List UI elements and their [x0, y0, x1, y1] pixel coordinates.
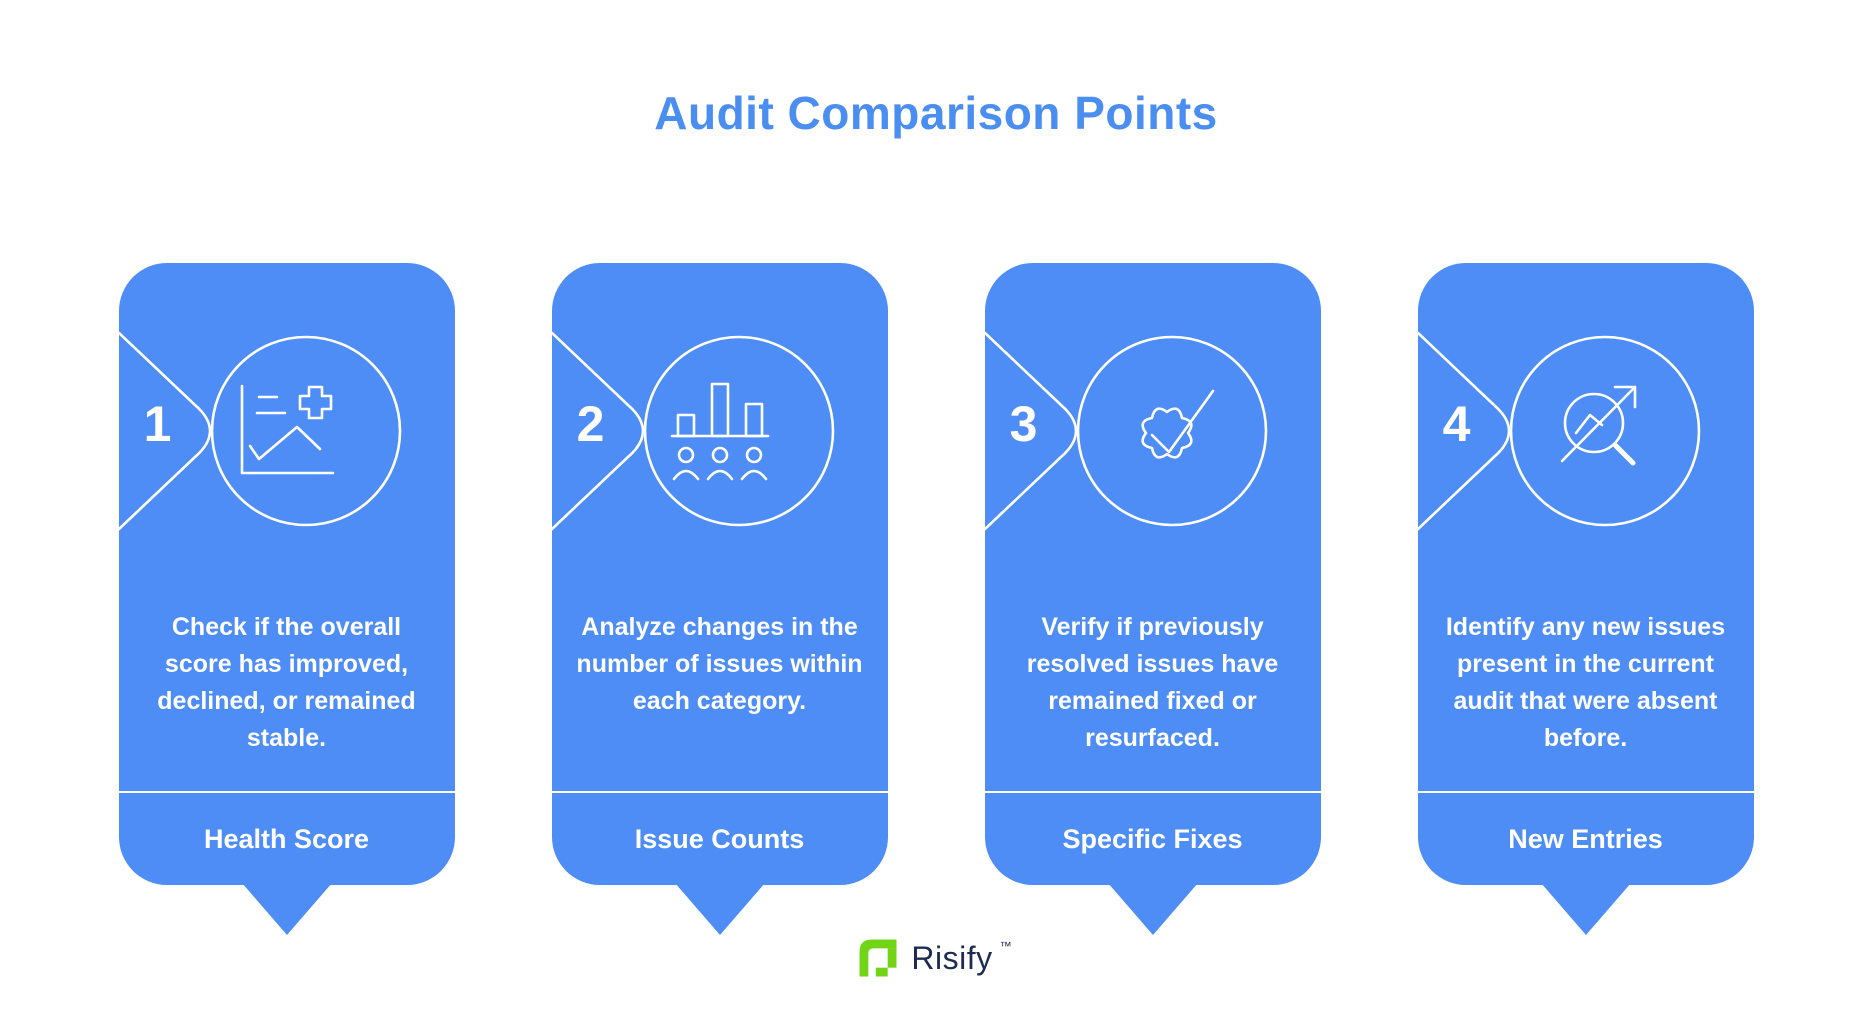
- risify-logo-icon: [859, 939, 897, 977]
- cards-row: 1 Check if the overall score has improve…: [0, 263, 1872, 935]
- card-number: 4: [1442, 396, 1471, 452]
- bar-chart-people-icon: [551, 331, 834, 531]
- card-divider: [984, 791, 1321, 793]
- health-report-chart-icon: [118, 331, 401, 531]
- card-label: New Entries: [1508, 823, 1663, 854]
- risify-logo-text: Risify: [911, 939, 993, 976]
- card-new-entries: 4 Identify any new issues present in the…: [1417, 263, 1754, 935]
- card-label: Health Score: [203, 823, 370, 854]
- brand-logo: Risify ™: [0, 936, 1872, 980]
- card-tail-pointer: [674, 883, 765, 935]
- card-number: 2: [576, 396, 605, 452]
- card-tail-pointer: [241, 883, 332, 935]
- card-tail-pointer: [1107, 883, 1198, 935]
- page-title: Audit Comparison Points: [654, 87, 1218, 139]
- card-specific-fixes: 3 Verify if previously resolved issues h…: [984, 263, 1321, 935]
- badge-checkmark-icon: [984, 331, 1267, 531]
- card-label: Issue Counts: [634, 823, 805, 854]
- card-divider: [551, 791, 888, 793]
- card-tail-pointer: [1540, 883, 1631, 935]
- magnifier-trend-arrow-icon: [1417, 331, 1700, 531]
- card-divider: [1417, 791, 1754, 793]
- card-number: 3: [1009, 396, 1038, 452]
- card-number: 1: [143, 396, 172, 452]
- card-description: Identify any new issues present in the c…: [1445, 613, 1726, 752]
- card-health-score: 1 Check if the overall score has improve…: [118, 263, 455, 935]
- card-divider: [118, 791, 455, 793]
- card-description: Check if the overall score has improved,…: [157, 613, 416, 752]
- card-description: Verify if previously resolved issues hav…: [1026, 613, 1279, 752]
- trademark-symbol: ™: [999, 939, 1012, 953]
- card-issue-counts: 2 Analyze changes in the number of issue…: [551, 263, 888, 935]
- card-description: Analyze changes in the number of issues …: [576, 613, 863, 715]
- card-label: Specific Fixes: [1062, 823, 1243, 854]
